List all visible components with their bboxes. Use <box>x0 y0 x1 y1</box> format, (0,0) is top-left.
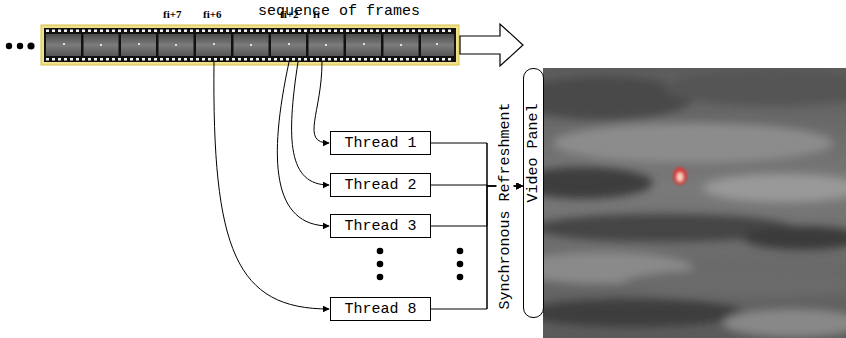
frame-label: fi <box>313 8 320 21</box>
dispatch-line <box>214 62 329 309</box>
film-strip <box>41 25 459 65</box>
frame-label: fi+6 <box>203 8 222 21</box>
continuation-dot <box>27 42 34 49</box>
node-text: Thread 3 <box>344 218 416 235</box>
dispatch-line <box>292 62 329 185</box>
dispatch-lines <box>214 62 329 309</box>
frame-label: fi+2 <box>280 8 299 21</box>
frame-label: fi+7 <box>163 8 182 21</box>
video-frame <box>513 68 846 338</box>
thread-box: Thread 8 <box>330 297 431 321</box>
node-text: Thread 8 <box>344 301 416 318</box>
node-text: Thread 2 <box>344 177 416 194</box>
thread-box: Thread 3 <box>330 214 431 238</box>
video-panel: Video Panel <box>523 68 544 318</box>
refresh-label: Synchronous Refreshment <box>497 100 514 311</box>
thread-box: Thread 2 <box>330 173 431 197</box>
hollow-arrow <box>460 24 523 66</box>
dispatch-line <box>277 62 329 226</box>
node-text: Thread 1 <box>344 135 416 152</box>
continuation-dot <box>17 43 23 49</box>
node-text: Video Panel <box>525 103 542 202</box>
continuation-dot <box>6 43 12 49</box>
ellipsis-dots <box>377 248 464 281</box>
dispatch-line <box>314 62 329 143</box>
thread-box: Thread 1 <box>330 131 431 155</box>
